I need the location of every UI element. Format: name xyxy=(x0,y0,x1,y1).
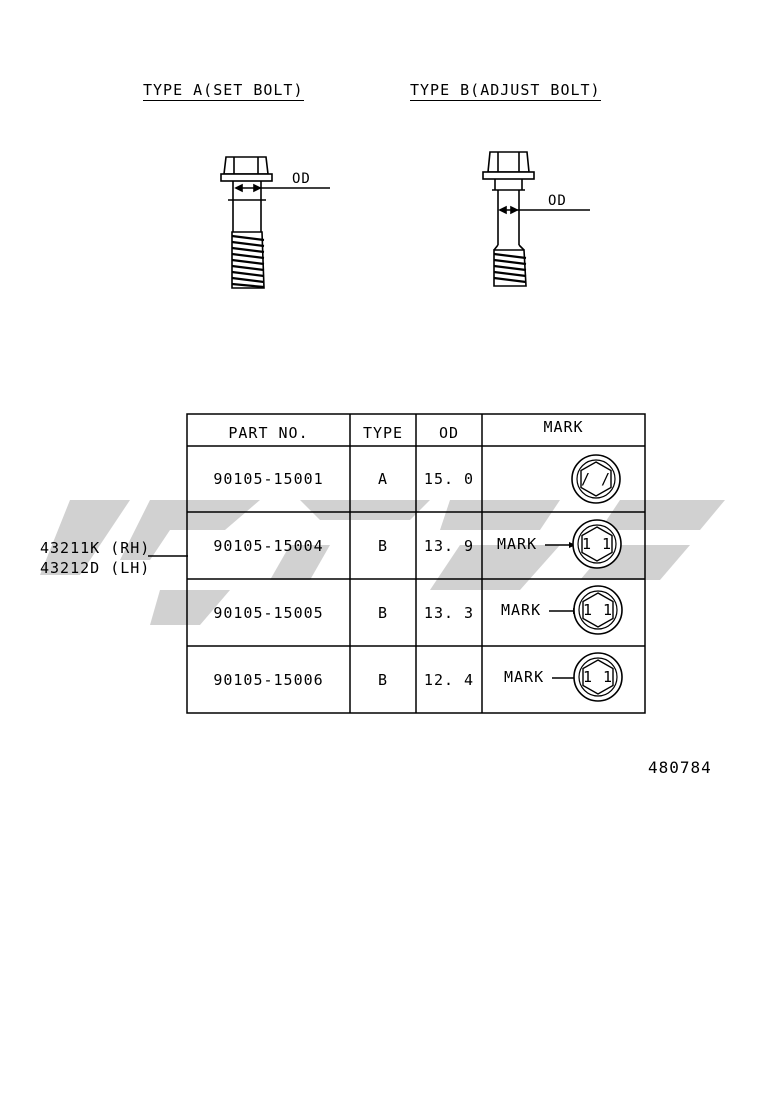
callout-rh: 43211K (RH) xyxy=(40,539,151,557)
od-label-type-a: OD xyxy=(292,171,311,187)
head-mark-text: 1 1 xyxy=(582,601,614,619)
header-mark: MARK xyxy=(543,418,584,436)
head-mark-text: / / xyxy=(580,470,612,488)
od-cell: 15. 0 xyxy=(423,470,475,488)
od-label-type-b: OD xyxy=(548,193,567,209)
type-a-bolt-drawing xyxy=(220,156,330,289)
bolt-head-mark-icon: / / xyxy=(570,453,622,505)
bolt-head-mark-icon: 1 1 xyxy=(572,651,624,703)
type-b-title: TYPE B(ADJUST BOLT) xyxy=(410,81,601,101)
head-mark-text: 1 1 xyxy=(582,668,614,686)
bolt-head-mark-icon: 1 1 xyxy=(572,584,624,636)
od-cell: 13. 3 xyxy=(423,603,475,622)
type-cell: B xyxy=(377,670,389,689)
header-part-no: PART NO. xyxy=(228,424,309,442)
part-no-cell: 90105-15004 xyxy=(213,536,324,555)
part-no-cell: 90105-15005 xyxy=(213,603,324,622)
figure-code: 480784 xyxy=(648,758,712,777)
type-b-bolt-drawing xyxy=(482,151,590,287)
part-no-cell: 90105-15001 xyxy=(213,470,324,488)
od-cell: 13. 9 xyxy=(423,536,475,555)
type-cell: B xyxy=(377,536,389,555)
part-no-cell: 90105-15006 xyxy=(213,670,324,689)
callout-lh: 43212D (LH) xyxy=(40,559,151,577)
mark-label: MARK xyxy=(497,535,538,553)
type-cell: A xyxy=(377,470,389,488)
header-type: TYPE xyxy=(362,424,404,442)
head-mark-text: 1 1 xyxy=(581,535,613,553)
od-cell: 12. 4 xyxy=(423,670,475,689)
type-cell: B xyxy=(377,603,389,622)
bolt-head-mark-icon: 1 1 xyxy=(571,518,623,570)
mark-label: MARK xyxy=(501,601,542,619)
mark-label: MARK xyxy=(504,668,545,686)
header-od: OD xyxy=(438,424,460,442)
type-a-title: TYPE A(SET BOLT) xyxy=(143,81,304,101)
